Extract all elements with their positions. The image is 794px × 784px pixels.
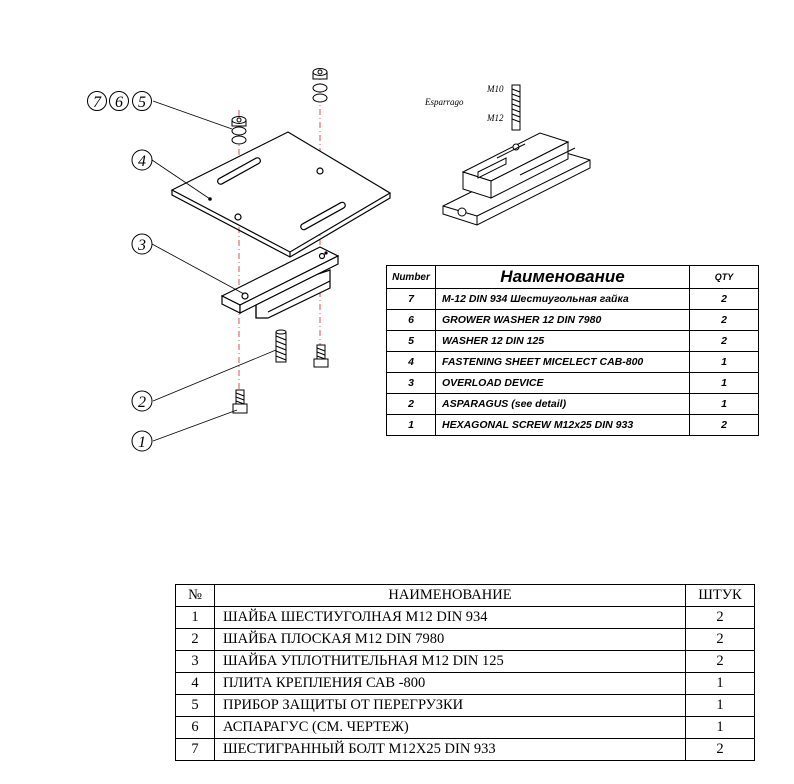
ru-row-name: ШАЙБА УПЛОТНИТЕЛЬНАЯ М12 DIN 125: [214, 650, 686, 673]
ru-row-name: ПЛИТА КРЕПЛЕНИЯ САВ -800: [214, 672, 686, 695]
table-row: 3 ШАЙБА УПЛОТНИТЕЛЬНАЯ М12 DIN 125 2: [175, 650, 755, 673]
ru-header-number: №: [175, 584, 215, 607]
threaded-stud: [275, 329, 287, 363]
table-row: 5 WASHER 12 DIN 125 2: [386, 330, 759, 352]
table-row: 2 ASPARAGUS (see detail) 1: [386, 393, 759, 415]
row-name: M-12 DIN 934 Шестиугольная гайка: [435, 288, 690, 310]
row-number: 6: [386, 309, 436, 331]
row-number: 5: [386, 330, 436, 352]
callout-1: 1: [138, 434, 146, 451]
row-name: FASTENING SHEET MICELECT CAB-800: [435, 351, 690, 373]
row-qty: 2: [689, 309, 759, 331]
ru-row-qty: 2: [685, 738, 755, 761]
russian-parts-table: № НАИМЕНОВАНИЕ ШТУК 1 ШАЙБА ШЕСТИУГОЛНАЯ…: [175, 584, 755, 761]
table-row: 6 АСПАРАГУС (СМ. ЧЕРТЕЖ) 1: [175, 716, 755, 739]
ru-row-number: 2: [175, 628, 215, 651]
ru-row-name: АСПАРАГУС (СМ. ЧЕРТЕЖ): [214, 716, 686, 739]
ru-row-number: 6: [175, 716, 215, 739]
leader-lines: [151, 100, 277, 442]
detail-label: Esparrago: [424, 97, 464, 107]
row-number: 3: [386, 372, 436, 394]
callout-bubbles: [87, 91, 153, 452]
ru-row-name: ПРИБОР ЗАЩИТЫ ОТ ПЕРЕГРУЗКИ: [214, 694, 686, 717]
table-row: 1 ШАЙБА ШЕСТИУГОЛНАЯ М12 DIN 934 2: [175, 606, 755, 629]
row-name: WASHER 12 DIN 125: [435, 330, 690, 352]
table-row: 4 FASTENING SHEET MICELECT CAB-800 1: [386, 351, 759, 373]
ru-row-number: 4: [175, 672, 215, 695]
parts-table: Number Наименование QTY 7 M-12 DIN 934 Ш…: [386, 265, 759, 436]
ru-row-qty: 2: [685, 606, 755, 629]
ru-table-header: № НАИМЕНОВАНИЕ ШТУК: [175, 584, 755, 607]
row-number: 2: [386, 393, 436, 415]
ru-row-qty: 1: [685, 694, 755, 717]
row-number: 4: [386, 351, 436, 373]
table-row: 4 ПЛИТА КРЕПЛЕНИЯ САВ -800 1: [175, 672, 755, 695]
callout-7: 7: [93, 94, 102, 111]
header-qty: QTY: [689, 265, 759, 289]
hexagonal-screw: [232, 389, 248, 414]
row-name: ASPARAGUS (see detail): [435, 393, 690, 415]
ru-row-number: 5: [175, 694, 215, 717]
row-qty: 1: [689, 372, 759, 394]
ru-row-name: ШАЙБА ПЛОСКАЯ М12 DIN 7980: [214, 628, 686, 651]
ru-row-qty: 1: [685, 716, 755, 739]
row-qty: 1: [689, 393, 759, 415]
callout-numbers: 7 6 5 4 3 2 1: [93, 94, 146, 451]
callout-6: 6: [115, 94, 123, 111]
table-row: 1 HEXAGONAL SCREW M12x25 DIN 933 2: [386, 414, 759, 436]
table-row: 3 OVERLOAD DEVICE 1: [386, 372, 759, 394]
row-name: HEXAGONAL SCREW M12x25 DIN 933: [435, 414, 690, 436]
callout-4: 4: [138, 153, 146, 170]
ru-header-qty: ШТУК: [685, 584, 755, 607]
table-row: 6 GROWER WASHER 12 DIN 7980 2: [386, 309, 759, 331]
ru-row-number: 3: [175, 650, 215, 673]
row-qty: 2: [689, 414, 759, 436]
ru-row-name: ШАЙБА ШЕСТИУГОЛНАЯ М12 DIN 934: [214, 606, 686, 629]
nut-washer-stack-right: [312, 68, 328, 103]
header-number: Number: [386, 265, 436, 289]
header-name: Наименование: [435, 265, 690, 289]
fastening-sheet: [170, 131, 392, 258]
row-name: OVERLOAD DEVICE: [435, 372, 690, 394]
ru-row-number: 1: [175, 606, 215, 629]
table-row: 7 ШЕСТИГРАННЫЙ БОЛТ М12Х25 DIN 933 2: [175, 738, 755, 761]
short-bolt-right: [313, 344, 329, 368]
ru-row-qty: 1: [685, 672, 755, 695]
callout-5: 5: [138, 94, 146, 111]
table-row: 7 M-12 DIN 934 Шестиугольная гайка 2: [386, 288, 759, 310]
row-number: 1: [386, 414, 436, 436]
detail-thread-top: M10: [486, 84, 504, 94]
parts-table-header: Number Наименование QTY: [386, 265, 759, 289]
row-name: GROWER WASHER 12 DIN 7980: [435, 309, 690, 331]
callout-2: 2: [138, 394, 146, 411]
row-qty: 2: [689, 288, 759, 310]
nut-washer-stack-left: [231, 116, 247, 145]
ru-row-qty: 2: [685, 628, 755, 651]
table-row: 2 ШАЙБА ПЛОСКАЯ М12 DIN 7980 2: [175, 628, 755, 651]
table-row: 5 ПРИБОР ЗАЩИТЫ ОТ ПЕРЕГРУЗКИ 1: [175, 694, 755, 717]
overload-device: [220, 246, 340, 319]
detail-view: Esparrago M10 M12: [424, 84, 591, 226]
ru-row-qty: 2: [685, 650, 755, 673]
ru-header-name: НАИМЕНОВАНИЕ: [214, 584, 686, 607]
row-qty: 1: [689, 351, 759, 373]
detail-thread-bottom: M12: [486, 113, 504, 123]
row-qty: 2: [689, 330, 759, 352]
callout-3: 3: [137, 237, 146, 254]
row-number: 7: [386, 288, 436, 310]
ru-row-name: ШЕСТИГРАННЫЙ БОЛТ М12Х25 DIN 933: [214, 738, 686, 761]
center-lines: [238, 70, 321, 395]
ru-row-number: 7: [175, 738, 215, 761]
